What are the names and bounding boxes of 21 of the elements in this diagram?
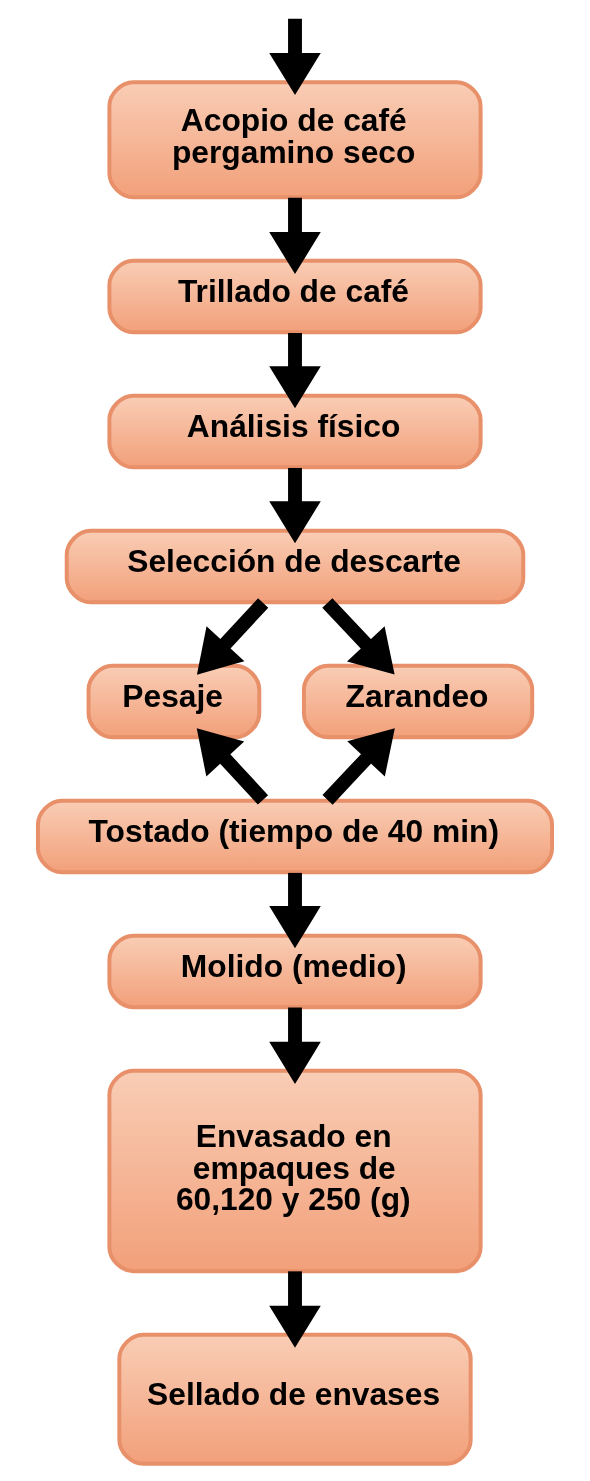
arrow: [269, 872, 321, 949]
node-box: Zarandeo: [301, 663, 535, 740]
arrow: [269, 197, 321, 275]
arrow: [196, 598, 269, 675]
node-box: Análisis físico: [107, 393, 483, 470]
arrow: [269, 1007, 321, 1084]
arrow: [196, 728, 269, 805]
arrow: [269, 18, 321, 95]
arrow: [322, 728, 395, 805]
node-box: Selección de descarte: [64, 528, 526, 605]
node-box: Pesaje: [86, 663, 262, 740]
node-box: Molido (medio): [107, 933, 483, 1010]
arrow: [269, 1271, 321, 1348]
arrow: [269, 467, 321, 544]
node-box: Sellado de envases: [117, 1332, 473, 1466]
node-box: Tostado (tiempo de 40 min): [35, 798, 555, 875]
node-box: Trillado de café: [107, 258, 483, 335]
node-box: Acopio de café pergamino seco: [107, 80, 483, 200]
arrow: [322, 598, 395, 675]
arrow: [269, 333, 321, 409]
node-box: Envasado en empaques de 60,120 y 250 (g): [107, 1068, 483, 1274]
